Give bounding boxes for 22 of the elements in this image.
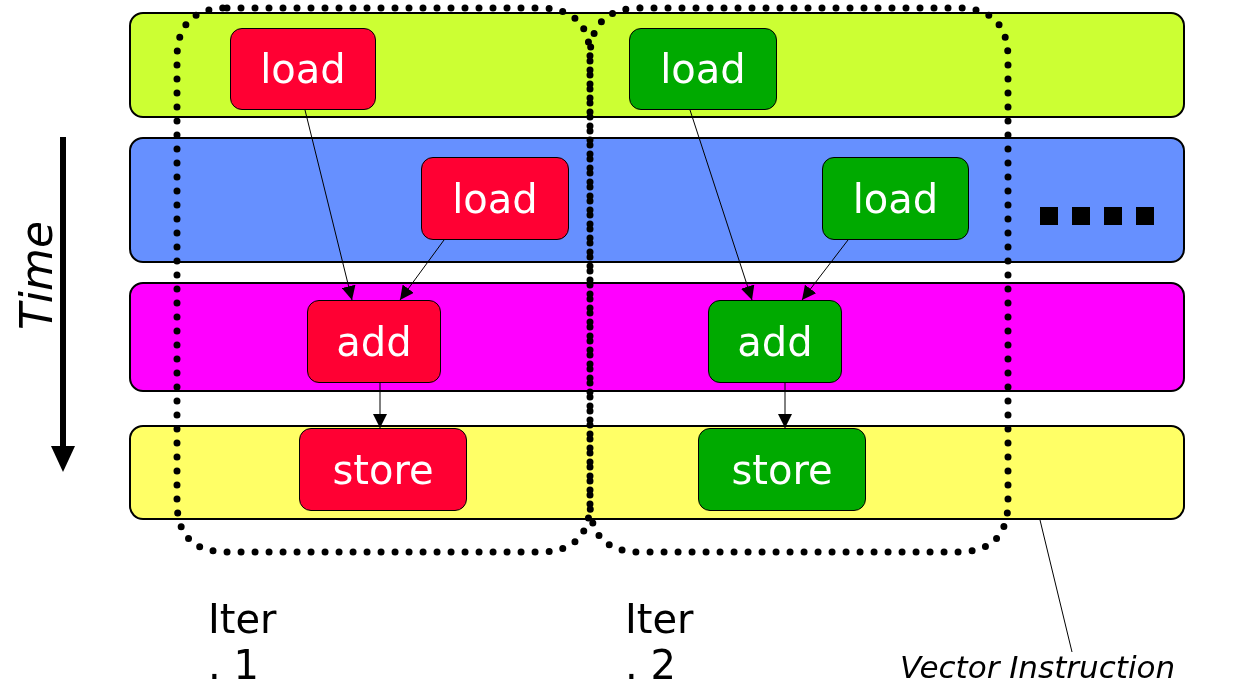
iteration-label: Iter . 2 <box>625 596 695 688</box>
arrow <box>689 109 755 301</box>
leader-line <box>1039 519 1073 653</box>
timeline-band <box>129 137 1185 263</box>
instruction-box: add <box>307 300 441 383</box>
instruction-box: store <box>299 428 467 511</box>
iteration-label: Iter . 1 <box>208 596 278 688</box>
arrow <box>778 382 792 429</box>
arrow <box>373 382 387 429</box>
instruction-box: add <box>708 300 842 383</box>
arrow <box>399 239 445 301</box>
timeline-band <box>129 282 1185 392</box>
instruction-box: load <box>421 157 569 240</box>
arrow <box>801 239 849 301</box>
instruction-box: load <box>629 28 777 110</box>
instruction-box: store <box>698 428 866 511</box>
instruction-box: load <box>230 28 376 110</box>
arrow <box>304 109 356 301</box>
timeline-band <box>129 12 1185 118</box>
timeline-band <box>129 425 1185 520</box>
axis-label: Time <box>11 221 62 330</box>
instruction-box: load <box>822 157 969 240</box>
